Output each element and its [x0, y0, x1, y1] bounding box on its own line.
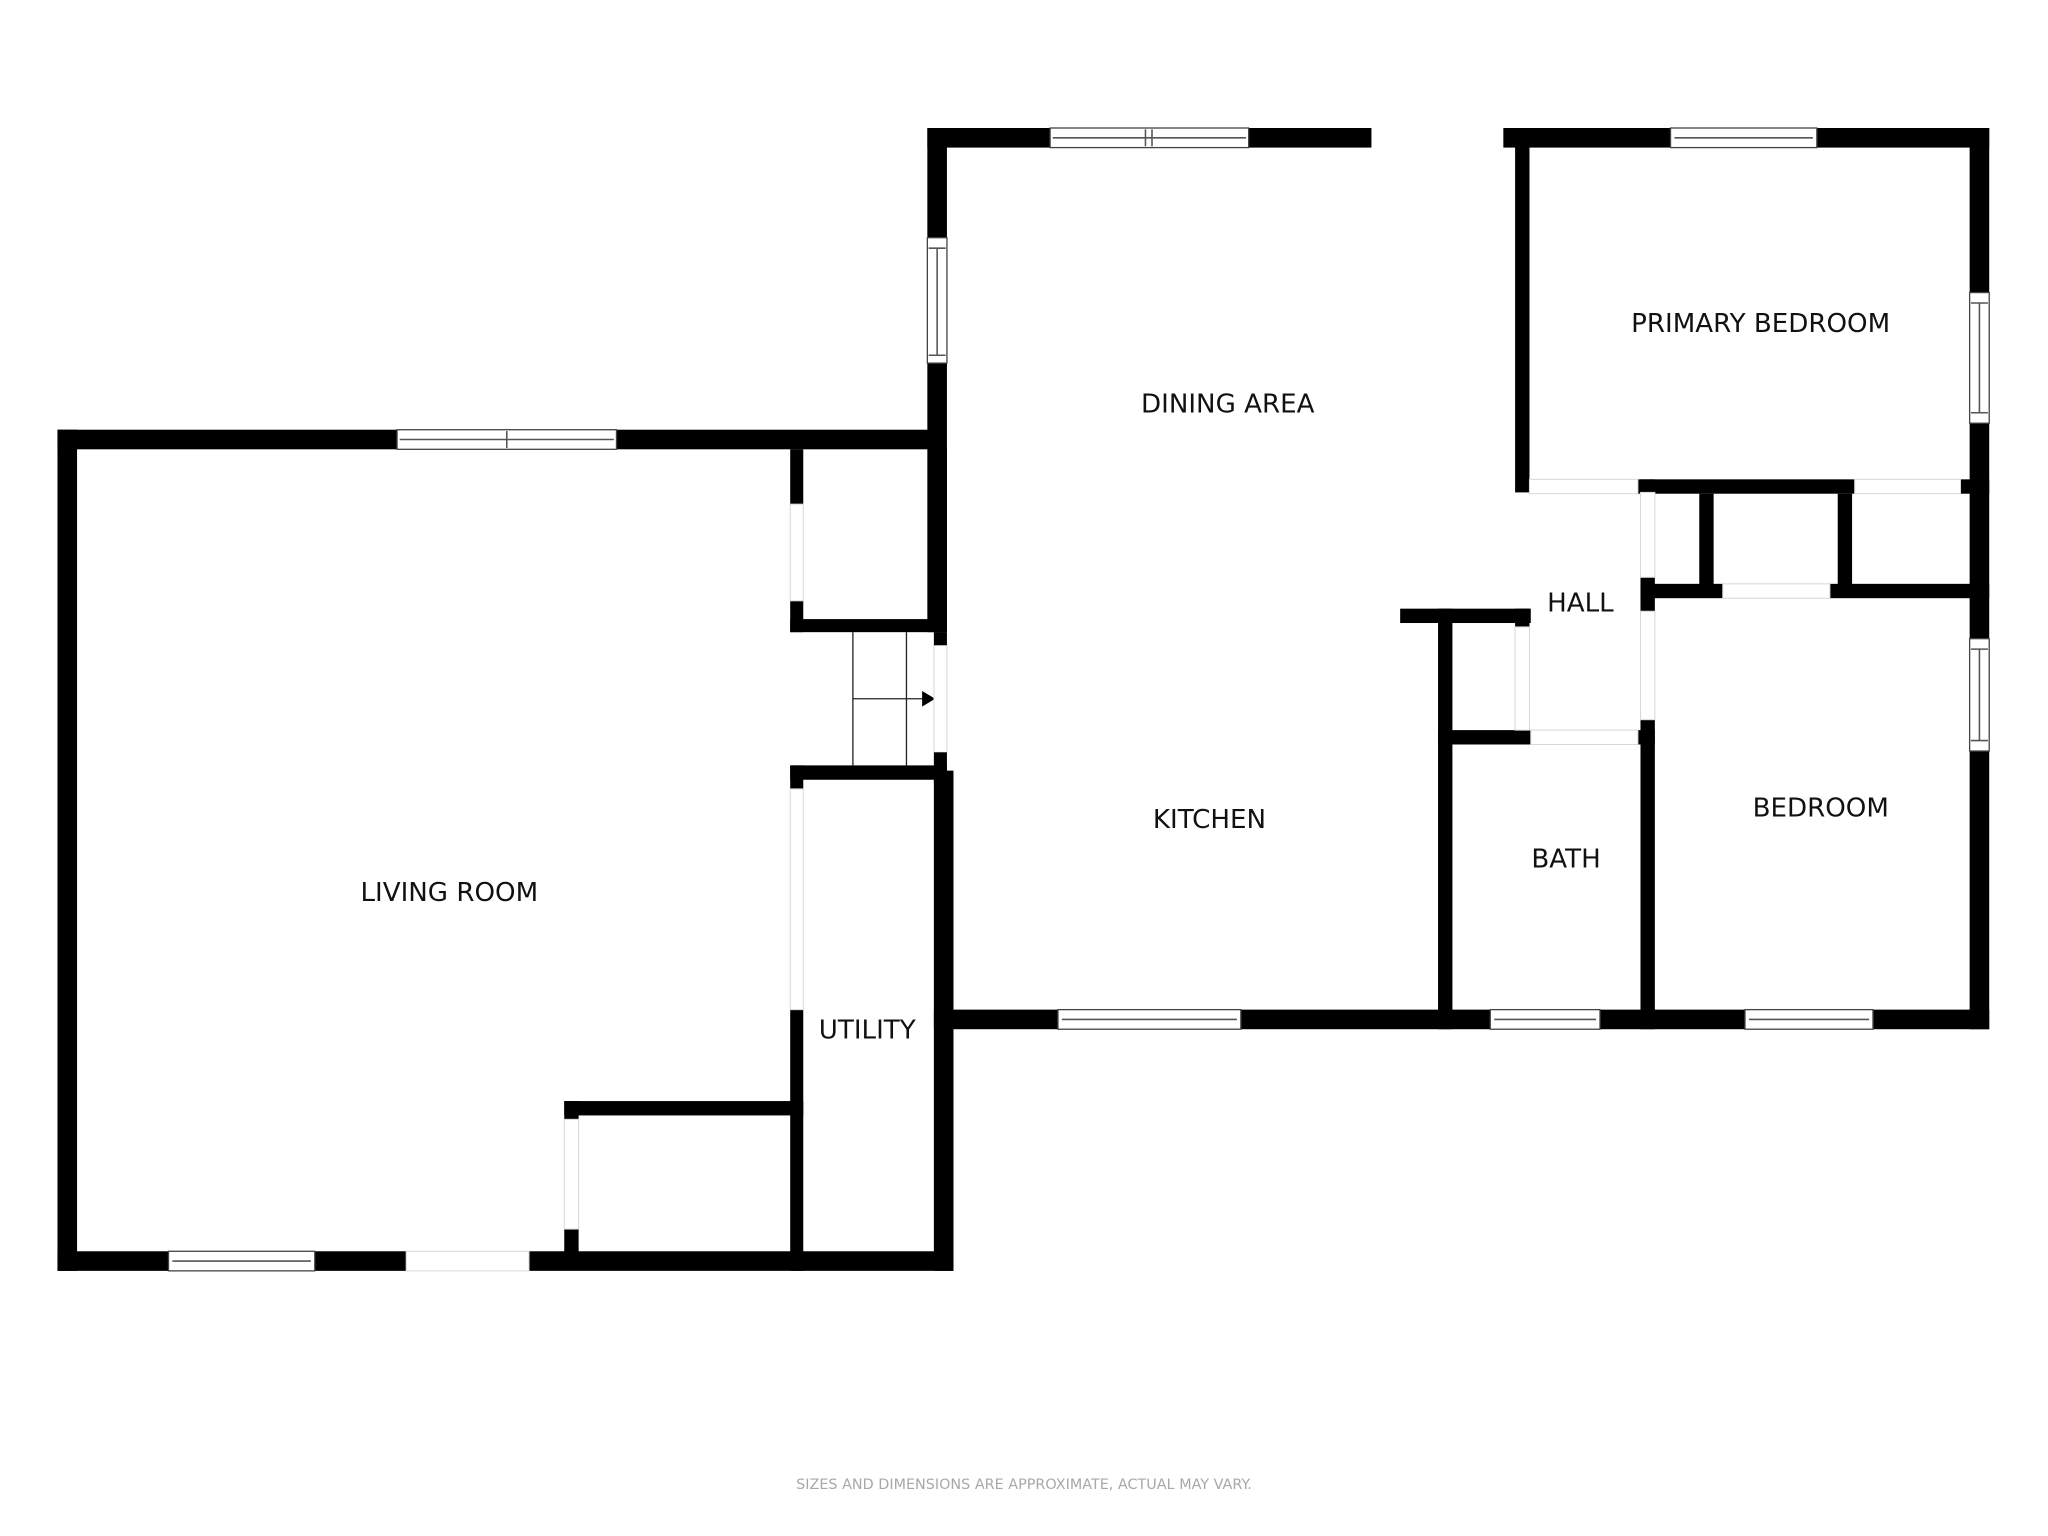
window-bedroom-right — [1968, 638, 1990, 752]
stair-arrow-icon — [922, 690, 936, 707]
primary-bedroom-walls — [1503, 128, 1990, 1030]
stairs — [852, 632, 936, 766]
door-hall-storage — [1514, 626, 1530, 731]
utility-walls — [564, 765, 947, 1271]
window-bedroom-bottom — [1744, 1008, 1874, 1030]
door-closet — [789, 503, 804, 602]
room-label-primary-bedroom: PRIMARY BEDROOM — [1631, 309, 1890, 339]
living-room-walls — [57, 429, 954, 1271]
window-dining-top — [1049, 127, 1250, 149]
room-label-bath: BATH — [1531, 844, 1600, 874]
window-bath-bottom — [1489, 1008, 1601, 1030]
window-living-top — [396, 429, 618, 450]
door-living-bottom — [405, 1250, 530, 1272]
hall-bath-walls — [1400, 608, 1655, 1030]
room-label-dining-area: DINING AREA — [1141, 390, 1315, 420]
closet-walls-right — [1640, 479, 1990, 612]
window-kitchen-bottom — [1057, 1008, 1242, 1030]
door-primary-closet — [1854, 478, 1962, 495]
room-label-living-room: LIVING ROOM — [360, 878, 538, 908]
window-primary-top — [1669, 127, 1818, 149]
room-label-utility: UTILITY — [819, 1015, 916, 1045]
room-label-kitchen: KITCHEN — [1153, 805, 1266, 835]
door-hall-closet — [1639, 491, 1656, 578]
disclaimer-text: SIZES AND DIMENSIONS ARE APPROXIMATE, AC… — [796, 1477, 1252, 1493]
window-primary-right — [1968, 291, 1990, 424]
room-label-hall: HALL — [1547, 588, 1614, 618]
window-dining-left — [926, 237, 948, 364]
window-living-bottom — [167, 1250, 316, 1272]
door-utility — [789, 788, 804, 1011]
stair-opening — [933, 644, 948, 753]
door-primary-bedroom — [1528, 478, 1639, 495]
door-linen-closet — [1722, 583, 1831, 599]
door-bath — [1530, 729, 1639, 746]
door-bedroom — [1639, 610, 1656, 721]
dining-kitchen-walls — [927, 128, 1990, 1030]
room-label-bedroom: BEDROOM — [1753, 793, 1889, 823]
door-storage — [563, 1118, 580, 1230]
closet-walls — [790, 449, 946, 633]
